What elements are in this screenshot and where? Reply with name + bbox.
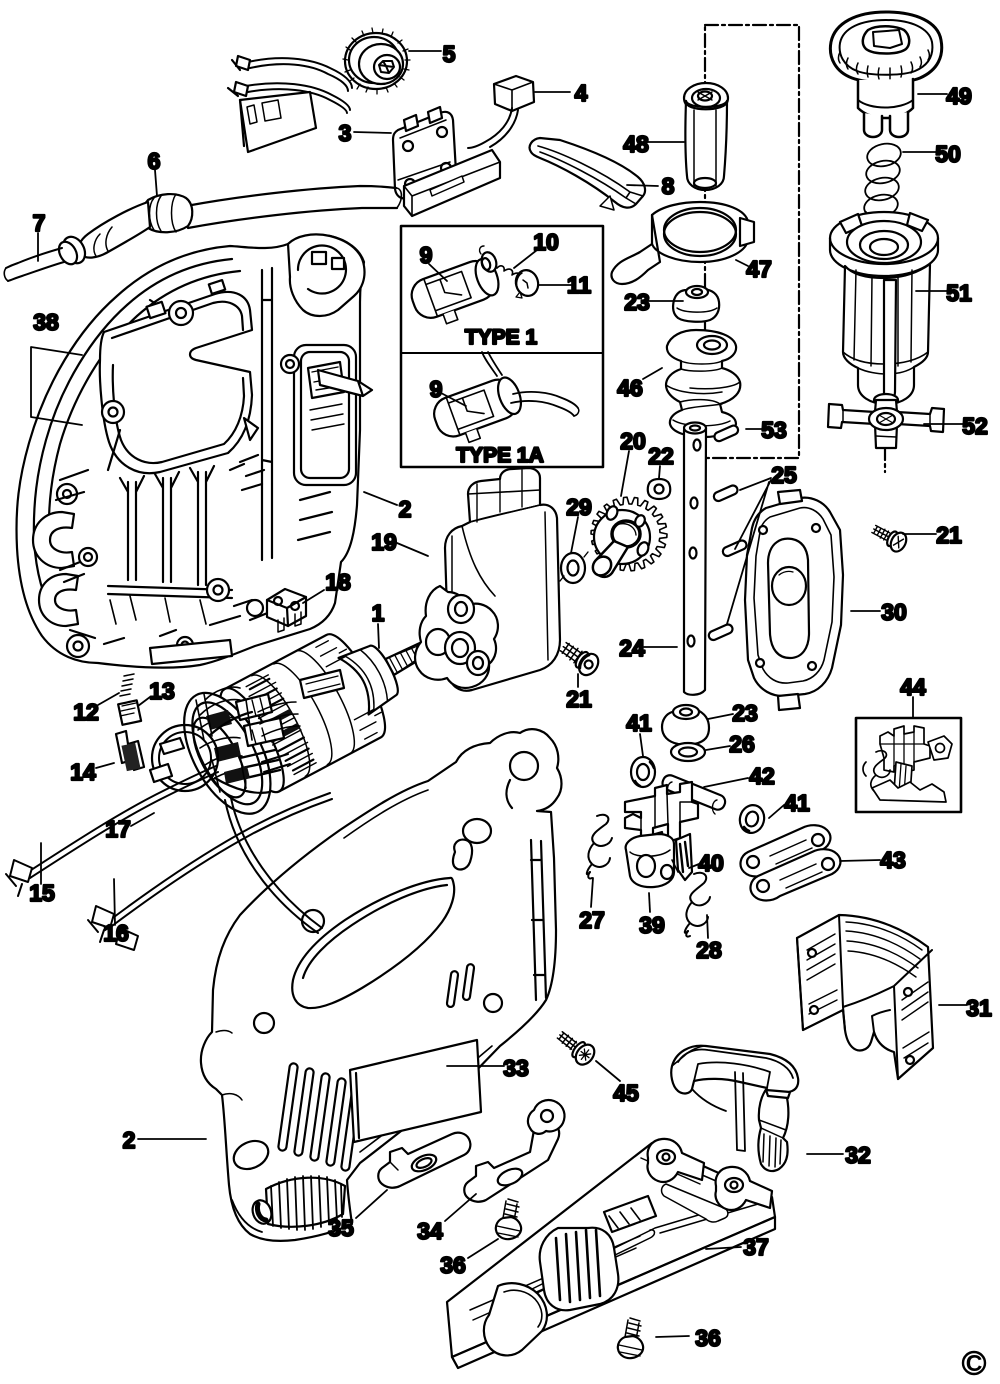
svg-text:50: 50	[935, 141, 961, 167]
svg-text:9: 9	[420, 242, 433, 268]
svg-text:4: 4	[575, 80, 588, 106]
svg-text:37: 37	[743, 1234, 769, 1260]
svg-text:41: 41	[784, 790, 810, 816]
svg-text:53: 53	[761, 417, 787, 443]
svg-text:2: 2	[123, 1127, 136, 1153]
svg-text:11: 11	[567, 272, 592, 298]
svg-text:43: 43	[880, 847, 906, 873]
svg-text:1: 1	[372, 600, 385, 626]
svg-text:34: 34	[417, 1218, 443, 1244]
svg-text:3: 3	[339, 120, 352, 146]
svg-text:36: 36	[440, 1252, 466, 1278]
svg-text:23: 23	[732, 700, 758, 726]
svg-text:5: 5	[443, 41, 456, 67]
svg-text:36: 36	[695, 1325, 721, 1351]
svg-text:31: 31	[966, 995, 992, 1021]
svg-text:41: 41	[626, 710, 652, 736]
svg-text:22: 22	[648, 443, 674, 469]
svg-text:12: 12	[73, 699, 99, 725]
svg-text:29: 29	[566, 494, 592, 520]
svg-text:C: C	[966, 1350, 983, 1376]
svg-text:42: 42	[749, 763, 775, 789]
svg-text:46: 46	[617, 375, 643, 401]
svg-text:38: 38	[33, 309, 59, 335]
svg-text:45: 45	[613, 1080, 639, 1106]
svg-text:23: 23	[624, 289, 650, 315]
svg-text:6: 6	[148, 148, 161, 174]
svg-text:25: 25	[771, 462, 797, 488]
svg-text:52: 52	[962, 413, 988, 439]
svg-text:24: 24	[619, 635, 645, 661]
svg-text:10: 10	[533, 229, 559, 255]
svg-text:47: 47	[746, 256, 772, 282]
svg-text:18: 18	[325, 569, 351, 595]
svg-text:21: 21	[936, 522, 962, 548]
svg-text:7: 7	[33, 210, 46, 236]
svg-text:28: 28	[696, 937, 722, 963]
svg-text:44: 44	[900, 674, 926, 700]
svg-text:39: 39	[639, 912, 665, 938]
svg-text:40: 40	[698, 850, 724, 876]
svg-text:13: 13	[149, 678, 175, 704]
svg-text:30: 30	[881, 599, 907, 625]
svg-text:21: 21	[566, 686, 592, 712]
svg-text:2: 2	[399, 496, 412, 522]
svg-text:26: 26	[729, 731, 755, 757]
svg-text:35: 35	[328, 1215, 354, 1241]
svg-text:9: 9	[430, 376, 443, 402]
svg-text:49: 49	[946, 83, 972, 109]
svg-text:19: 19	[371, 529, 397, 555]
svg-text:20: 20	[620, 428, 646, 454]
svg-text:51: 51	[946, 280, 972, 306]
svg-text:27: 27	[579, 907, 605, 933]
svg-text:TYPE 1A: TYPE 1A	[456, 444, 544, 467]
svg-text:32: 32	[845, 1142, 871, 1168]
svg-text:TYPE 1: TYPE 1	[465, 326, 538, 349]
svg-text:14: 14	[70, 759, 96, 785]
svg-text:33: 33	[503, 1055, 529, 1081]
svg-text:15: 15	[29, 880, 55, 906]
svg-text:17: 17	[105, 816, 131, 842]
svg-text:16: 16	[103, 920, 129, 946]
svg-text:8: 8	[662, 173, 675, 199]
svg-text:48: 48	[623, 131, 649, 157]
